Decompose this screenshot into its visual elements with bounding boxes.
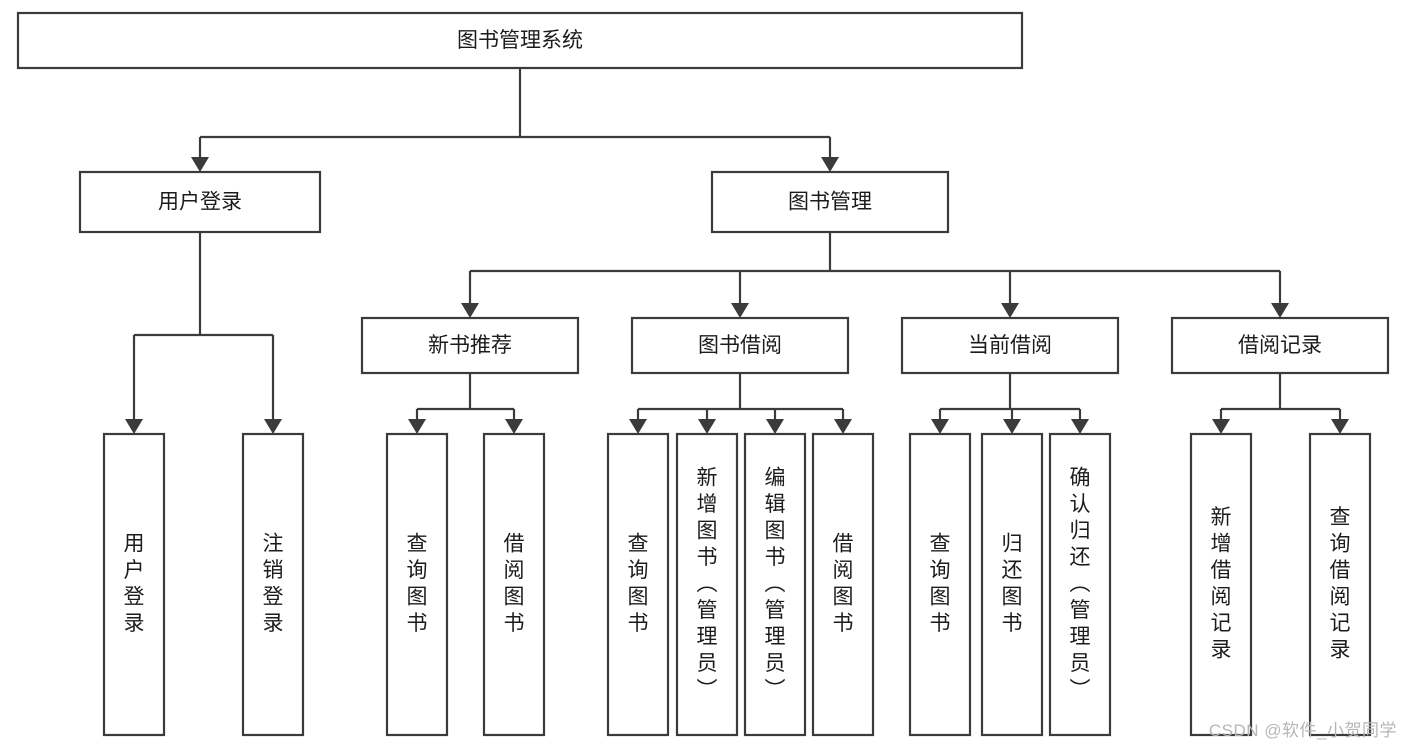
node-box-查询图书: [385, 432, 449, 737]
node-box-借阅记录: [1170, 316, 1390, 375]
node-box-借阅图书: [482, 432, 546, 737]
node-查询图书[interactable]: 查询图书: [908, 432, 972, 737]
connector-book-borrow-to-leaves: [629, 373, 852, 434]
arrow-head-icon: [821, 157, 839, 172]
node-label-新增借阅记录: 新增借阅记录: [1211, 506, 1232, 662]
node-label-借阅图书: 借阅图书: [504, 533, 525, 636]
node-box-用户登录: [102, 432, 166, 737]
node-label-图书管理: 图书管理: [788, 191, 872, 214]
node-label-新增图书管理员: 新增图书︵管理员︶: [697, 466, 718, 701]
connector-current-borrow-to-leaves: [931, 373, 1089, 434]
node-label-编辑图书管理员: 编辑图书︵管理员︶: [765, 466, 786, 701]
node-借阅图书[interactable]: 借阅图书: [811, 432, 875, 737]
node-新书推荐[interactable]: 新书推荐: [360, 316, 580, 375]
node-box-查询图书: [908, 432, 972, 737]
node-box-编辑图书管理员: [743, 432, 807, 737]
node-box-用户登录: [78, 170, 322, 234]
node-查询图书[interactable]: 查询图书: [385, 432, 449, 737]
arrow-head-icon: [125, 419, 143, 434]
node-注销登录[interactable]: 注销登录: [241, 432, 305, 737]
arrow-head-icon: [834, 419, 852, 434]
node-box-图书管理系统: [16, 11, 1024, 70]
node-图书管理[interactable]: 图书管理: [710, 170, 950, 234]
node-box-借阅图书: [811, 432, 875, 737]
node-label-图书管理系统: 图书管理系统: [457, 29, 583, 52]
arrow-head-icon: [1003, 419, 1021, 434]
arrow-head-icon: [461, 303, 479, 318]
node-box-注销登录: [241, 432, 305, 737]
node-label-查询借阅记录: 查询借阅记录: [1330, 506, 1351, 662]
arrow-head-icon: [629, 419, 647, 434]
node-图书管理系统[interactable]: 图书管理系统: [16, 11, 1024, 70]
node-label-图书借阅: 图书借阅: [698, 334, 782, 357]
node-box-新增图书管理员: [675, 432, 739, 737]
node-label-借阅图书: 借阅图书: [833, 533, 854, 636]
arrow-head-icon: [766, 419, 784, 434]
node-当前借阅[interactable]: 当前借阅: [900, 316, 1120, 375]
node-label-新书推荐: 新书推荐: [428, 334, 512, 357]
arrow-head-icon: [931, 419, 949, 434]
connector-book-management-to-level3: [461, 232, 1289, 318]
node-label-当前借阅: 当前借阅: [968, 334, 1052, 357]
node-借阅图书[interactable]: 借阅图书: [482, 432, 546, 737]
node-label-用户登录: 用户登录: [158, 191, 242, 214]
node-查询借阅记录[interactable]: 查询借阅记录: [1308, 432, 1372, 737]
node-label-借阅记录: 借阅记录: [1238, 334, 1322, 357]
node-box-新书推荐: [360, 316, 580, 375]
node-查询图书[interactable]: 查询图书: [606, 432, 670, 737]
node-box-当前借阅: [900, 316, 1120, 375]
nodes-layer: 图书管理系统用户登录用户登录注销登录图书管理新书推荐查询图书借阅图书图书借阅查询…: [16, 11, 1390, 737]
connector-user-login-to-leaves: [125, 232, 282, 434]
node-归还图书[interactable]: 归还图书: [980, 432, 1044, 737]
node-box-图书管理: [710, 170, 950, 234]
arrow-head-icon: [1001, 303, 1019, 318]
arrow-head-icon: [698, 419, 716, 434]
node-box-查询图书: [606, 432, 670, 737]
node-label-确认归还管理员: 确认归还︵管理员︶: [1070, 466, 1091, 701]
arrow-head-icon: [1071, 419, 1089, 434]
arrow-head-icon: [408, 419, 426, 434]
arrow-head-icon: [1271, 303, 1289, 318]
arrow-head-icon: [1331, 419, 1349, 434]
arrow-head-icon: [191, 157, 209, 172]
connector-new-book-to-leaves: [408, 373, 523, 434]
node-box-图书借阅: [630, 316, 850, 375]
node-label-归还图书: 归还图书: [1002, 533, 1023, 636]
arrow-head-icon: [1212, 419, 1230, 434]
connector-borrow-record-to-leaves: [1212, 373, 1349, 434]
node-用户登录[interactable]: 用户登录: [102, 432, 166, 737]
arrow-head-icon: [505, 419, 523, 434]
node-新增图书管理员[interactable]: 新增图书︵管理员︶: [675, 432, 739, 737]
node-图书借阅[interactable]: 图书借阅: [630, 316, 850, 375]
edges-layer: [125, 68, 1349, 434]
node-label-查询图书: 查询图书: [407, 533, 428, 636]
node-box-新增借阅记录: [1189, 432, 1253, 737]
arrow-head-icon: [264, 419, 282, 434]
node-label-查询图书: 查询图书: [930, 533, 951, 636]
node-编辑图书管理员[interactable]: 编辑图书︵管理员︶: [743, 432, 807, 737]
node-label-查询图书: 查询图书: [628, 533, 649, 636]
node-确认归还管理员[interactable]: 确认归还︵管理员︶: [1048, 432, 1112, 737]
csdn-watermark: CSDN @软件_小贺同学: [1208, 721, 1397, 740]
node-box-查询借阅记录: [1308, 432, 1372, 737]
node-借阅记录[interactable]: 借阅记录: [1170, 316, 1390, 375]
node-box-归还图书: [980, 432, 1044, 737]
node-label-注销登录: 注销登录: [263, 533, 284, 636]
node-新增借阅记录[interactable]: 新增借阅记录: [1189, 432, 1253, 737]
node-用户登录[interactable]: 用户登录: [78, 170, 322, 234]
node-box-确认归还管理员: [1048, 432, 1112, 737]
arrow-head-icon: [731, 303, 749, 318]
node-label-用户登录: 用户登录: [124, 533, 145, 636]
connector-root-to-level2: [191, 68, 839, 172]
